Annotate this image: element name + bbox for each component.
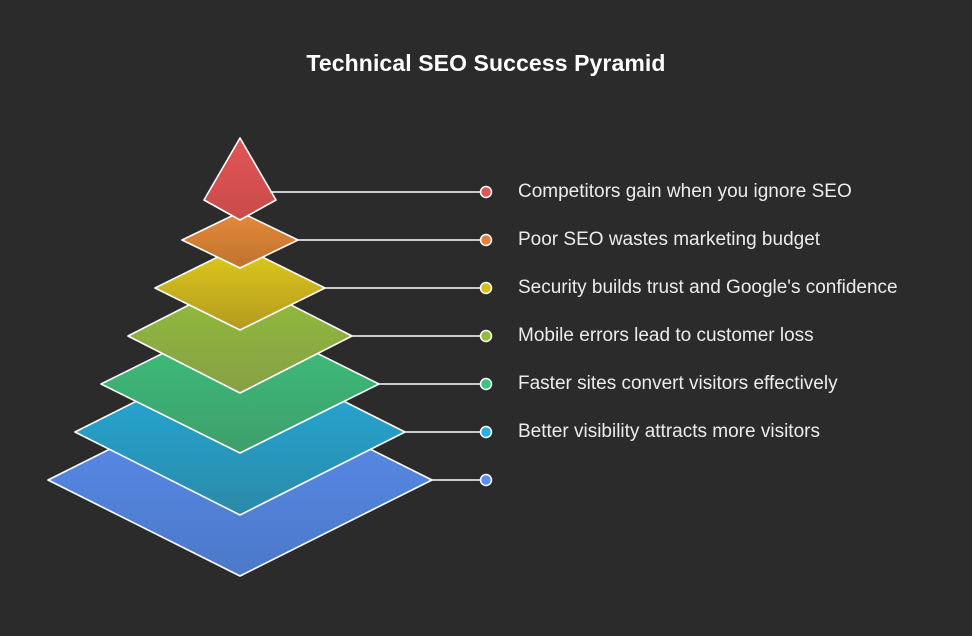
connector-dot-7 [479,473,493,487]
connector-dot-5 [479,377,493,391]
layer-label-1: Competitors gain when you ignore SEO [518,181,852,202]
layer-label-6: Better visibility attracts more visitors [518,421,820,442]
connector-dot-4 [479,329,493,343]
page-title: Technical SEO Success Pyramid [306,50,666,76]
connector-dot-3 [479,281,493,295]
layer-label-2: Poor SEO wastes marketing budget [518,229,821,250]
pyramid-layer-3 [154,245,326,331]
pyramid-layer-4 [127,278,353,394]
layer-label-3: Security builds trust and Google's confi… [518,277,898,298]
connector-dot-2 [479,233,493,247]
connector-dot-6 [479,425,493,439]
connector-dot-1 [479,185,493,199]
pyramid-layer-2 [181,211,299,269]
pyramid-layer-1 [203,137,277,221]
layer-label-5: Faster sites convert visitors effectivel… [518,373,838,394]
layer-label-4: Mobile errors lead to customer loss [518,325,814,346]
